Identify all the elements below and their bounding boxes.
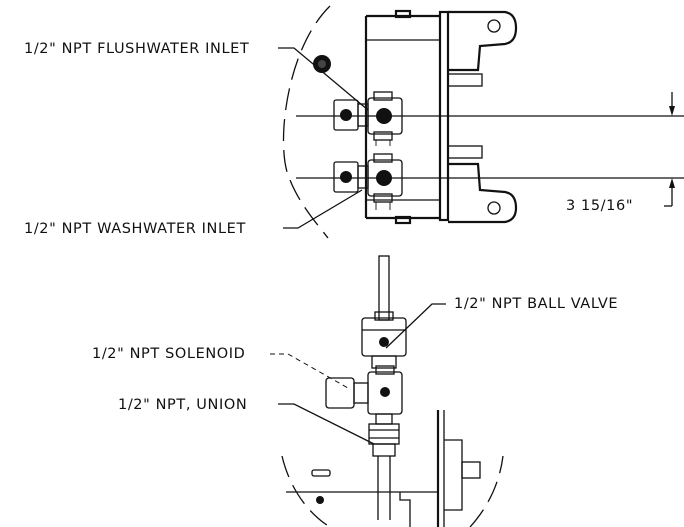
solenoid (325, 365, 403, 415)
bottom-view (270, 255, 504, 527)
top-view-boundary (282, 5, 331, 239)
inlet-spacing-dimension: 3 15/16" (566, 198, 634, 214)
bottom-frame (286, 410, 481, 527)
union (368, 413, 400, 520)
union-label: 1/2" NPT, UNION (118, 397, 248, 413)
solenoid-leader (270, 353, 349, 389)
ball-valve (361, 311, 407, 369)
ball-valve-leader (385, 303, 446, 349)
washwater-valve (333, 153, 403, 210)
washwater-leader (283, 189, 363, 229)
dimension-inlet-spacing (664, 92, 675, 207)
flushwater-leader (278, 47, 369, 111)
union-leader (278, 403, 375, 445)
flushwater-inlet-label: 1/2" NPT FLUSHWATER INLET (24, 41, 250, 57)
top-view (278, 5, 684, 239)
washwater-inlet-label: 1/2" NPT WASHWATER INLET (24, 221, 246, 237)
solenoid-label: 1/2" NPT SOLENOID (92, 346, 246, 362)
mounting-frame (364, 9, 518, 225)
ball-valve-label: 1/2" NPT BALL VALVE (454, 296, 619, 312)
bottom-view-boundary (281, 455, 331, 527)
flushwater-valve (333, 91, 403, 146)
